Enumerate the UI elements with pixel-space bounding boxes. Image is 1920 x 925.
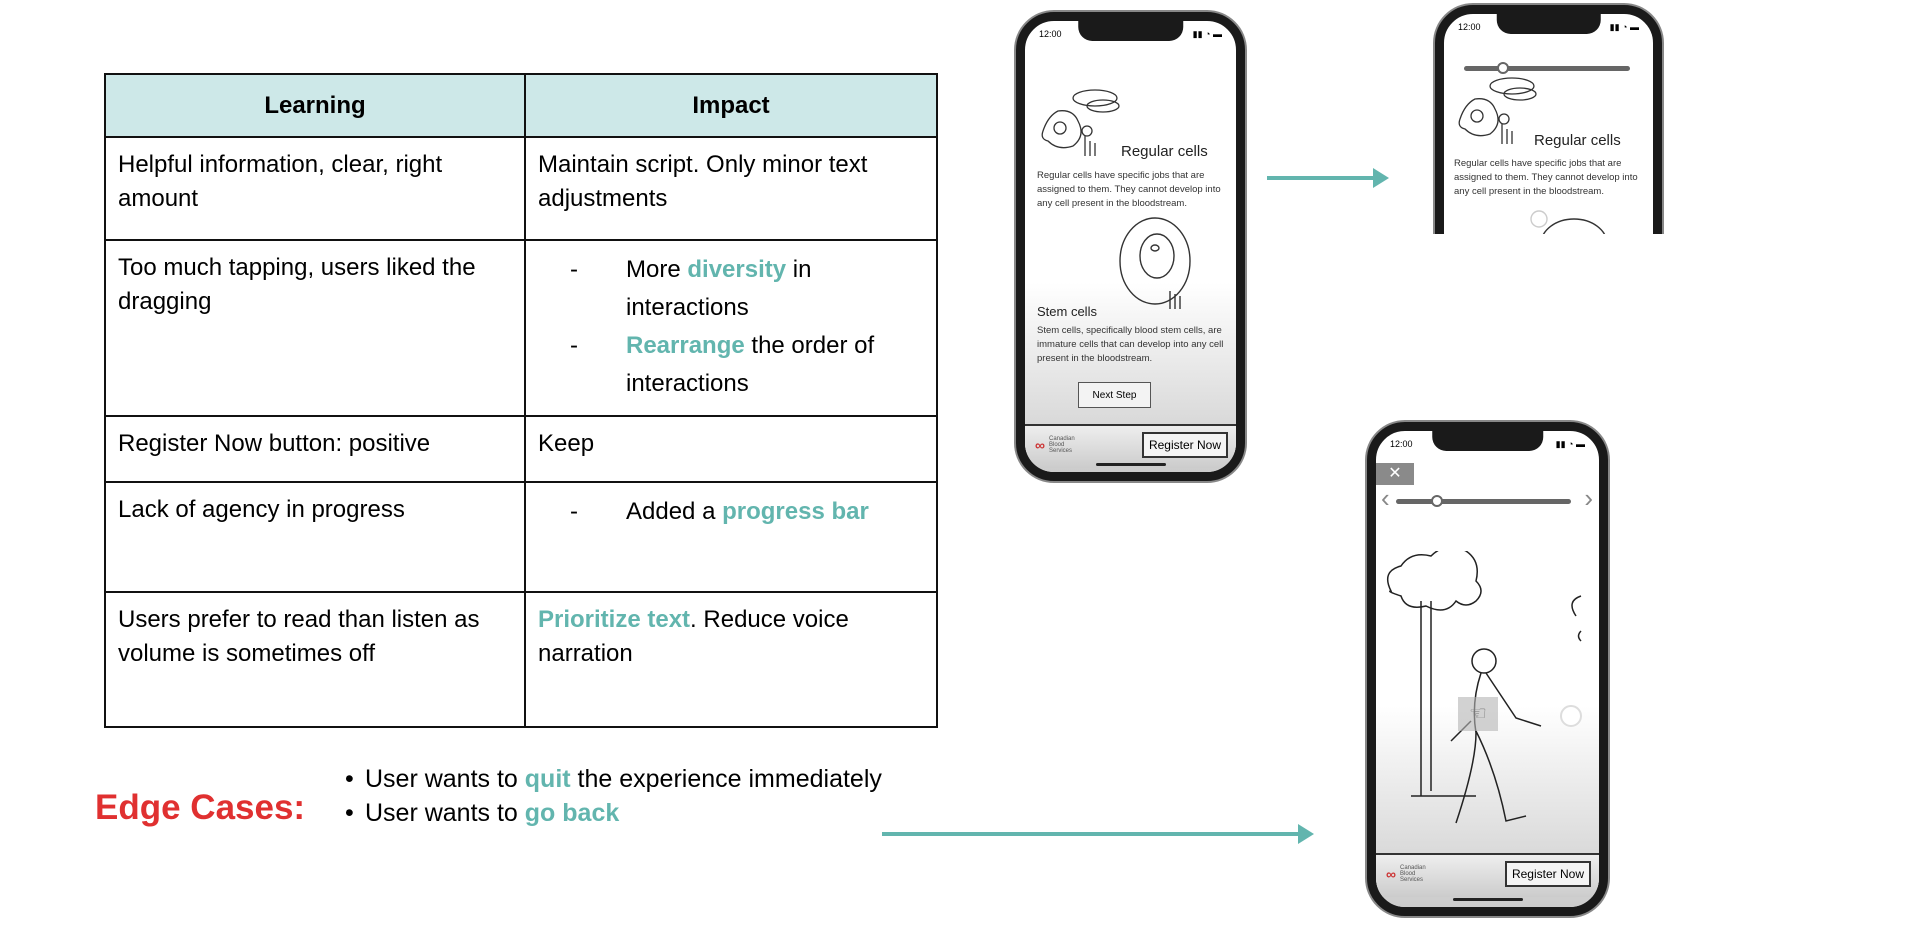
stem-cells-title: Stem cells xyxy=(1037,304,1097,319)
phone-footer: ∞Canadian Blood Services Register Now xyxy=(1025,424,1236,468)
stem-cell-illustration-icon xyxy=(1119,217,1191,309)
edge-cases-list: User wants to quit the experience immedi… xyxy=(345,762,882,830)
arrow-right-icon xyxy=(1267,168,1389,188)
swipe-hint-icon: ☜ xyxy=(1458,697,1498,731)
edge-cases-title: Edge Cases: xyxy=(95,788,306,827)
impact-cell: More diversity in interactions Rearrange… xyxy=(524,239,938,417)
phone-mockup-cells: 12:00▮▮ ◔ ▬ Regular cells Regular cells … xyxy=(1016,12,1245,481)
phone-notch xyxy=(1431,431,1544,451)
learning-impact-table: Learning Impact Helpful information, cle… xyxy=(104,73,938,728)
learning-cell: Lack of agency in progress xyxy=(104,481,526,593)
phone-mockup-progress-crop: 12:00▮▮ ◔ ▬ Regular cells Regular cells … xyxy=(1432,2,1666,234)
impact-cell: Prioritize text. Reduce voice narration xyxy=(524,591,938,728)
learning-cell: Register Now button: positive xyxy=(104,415,526,483)
phone-mockup-story: 12:00▮▮ ◔ ▬ ✕ ‹ › ☜ ∞Canadian Blood Serv… xyxy=(1367,422,1608,916)
prev-arrow-icon[interactable]: ‹ xyxy=(1381,483,1390,513)
impact-item: Added a progress bar xyxy=(538,493,924,531)
status-bar: 12:00▮▮ ◔ ▬ xyxy=(1039,29,1222,39)
home-indicator xyxy=(1452,898,1523,901)
table-row: Helpful information, clear, right amount… xyxy=(104,136,938,241)
progress-bar[interactable] xyxy=(1464,62,1630,74)
impact-cell: Maintain script. Only minor text adjustm… xyxy=(524,136,938,241)
phone-mockup-progress: 12:00▮▮ ◔ ▬ Regular cells Regular cells … xyxy=(1435,5,1662,234)
cells-illustration-icon xyxy=(1041,89,1120,156)
edge-case-item: User wants to quit the experience immedi… xyxy=(345,762,882,796)
close-button[interactable]: ✕ xyxy=(1376,463,1414,485)
edge-case-item: User wants to go back xyxy=(345,796,882,830)
regular-cells-text: Regular cells have specific jobs that ar… xyxy=(1454,158,1638,197)
canadian-blood-services-logo: ∞Canadian Blood Services xyxy=(1035,436,1075,454)
phone-screen: Regular cells Regular cells have specifi… xyxy=(1025,51,1236,472)
home-indicator xyxy=(1095,463,1166,466)
regular-cells-text: Regular cells have specific jobs that ar… xyxy=(1037,170,1221,209)
impact-cell: Added a progress bar xyxy=(524,481,938,593)
register-now-button[interactable]: Register Now xyxy=(1504,861,1591,887)
signal-battery-icon: ▮▮ ◔ ▬ xyxy=(1609,22,1639,32)
phone-notch xyxy=(1496,14,1601,34)
regular-cells-title: Regular cells xyxy=(1121,143,1208,160)
impact-cell: Keep xyxy=(524,415,938,483)
table-row: Register Now button: positive Keep xyxy=(104,415,938,483)
header-impact: Impact xyxy=(524,73,938,138)
phone-footer: ∞Canadian Blood Services Register Now xyxy=(1376,853,1599,897)
table-row: Lack of agency in progress Added a progr… xyxy=(104,481,938,593)
regular-cells-title: Regular cells xyxy=(1534,132,1621,149)
stem-cells-text: Stem cells, specifically blood stem cell… xyxy=(1037,325,1224,364)
status-bar: 12:00▮▮ ◔ ▬ xyxy=(1458,22,1639,32)
table-header-row: Learning Impact xyxy=(104,73,938,138)
learning-cell: Helpful information, clear, right amount xyxy=(104,136,526,241)
next-step-button[interactable]: Next Step xyxy=(1078,382,1151,408)
arrow-right-icon xyxy=(882,824,1314,844)
cells-illustration-icon xyxy=(1458,77,1537,144)
progress-knob[interactable] xyxy=(1497,62,1510,74)
table-row: Users prefer to read than listen as volu… xyxy=(104,591,938,728)
signal-battery-icon: ▮▮ ◔ ▬ xyxy=(1192,29,1222,39)
impact-item: More diversity in interactions xyxy=(538,251,924,327)
stem-cell-illustration-icon xyxy=(1530,210,1606,234)
phone-screen: ✕ ‹ › ☜ ∞Canadian Blood Services Registe… xyxy=(1376,461,1599,907)
walking-person-illustration-icon xyxy=(1386,551,1582,824)
signal-battery-icon: ▮▮ ◔ ▬ xyxy=(1555,439,1585,449)
header-learning: Learning xyxy=(104,73,526,138)
learning-cell: Too much tapping, users liked the draggi… xyxy=(104,239,526,417)
status-bar: 12:00▮▮ ◔ ▬ xyxy=(1390,439,1585,449)
register-now-button[interactable]: Register Now xyxy=(1141,432,1228,458)
phone-notch xyxy=(1077,21,1184,41)
phone-screen: Regular cells Regular cells have specifi… xyxy=(1444,44,1653,234)
learning-cell: Users prefer to read than listen as volu… xyxy=(104,591,526,728)
canadian-blood-services-logo: ∞Canadian Blood Services xyxy=(1386,865,1426,883)
progress-knob[interactable] xyxy=(1431,495,1443,507)
next-arrow-icon[interactable]: › xyxy=(1584,483,1593,513)
impact-item: Rearrange the order of interactions xyxy=(538,327,924,403)
table-row: Too much tapping, users liked the draggi… xyxy=(104,239,938,417)
progress-bar[interactable] xyxy=(1396,495,1571,507)
